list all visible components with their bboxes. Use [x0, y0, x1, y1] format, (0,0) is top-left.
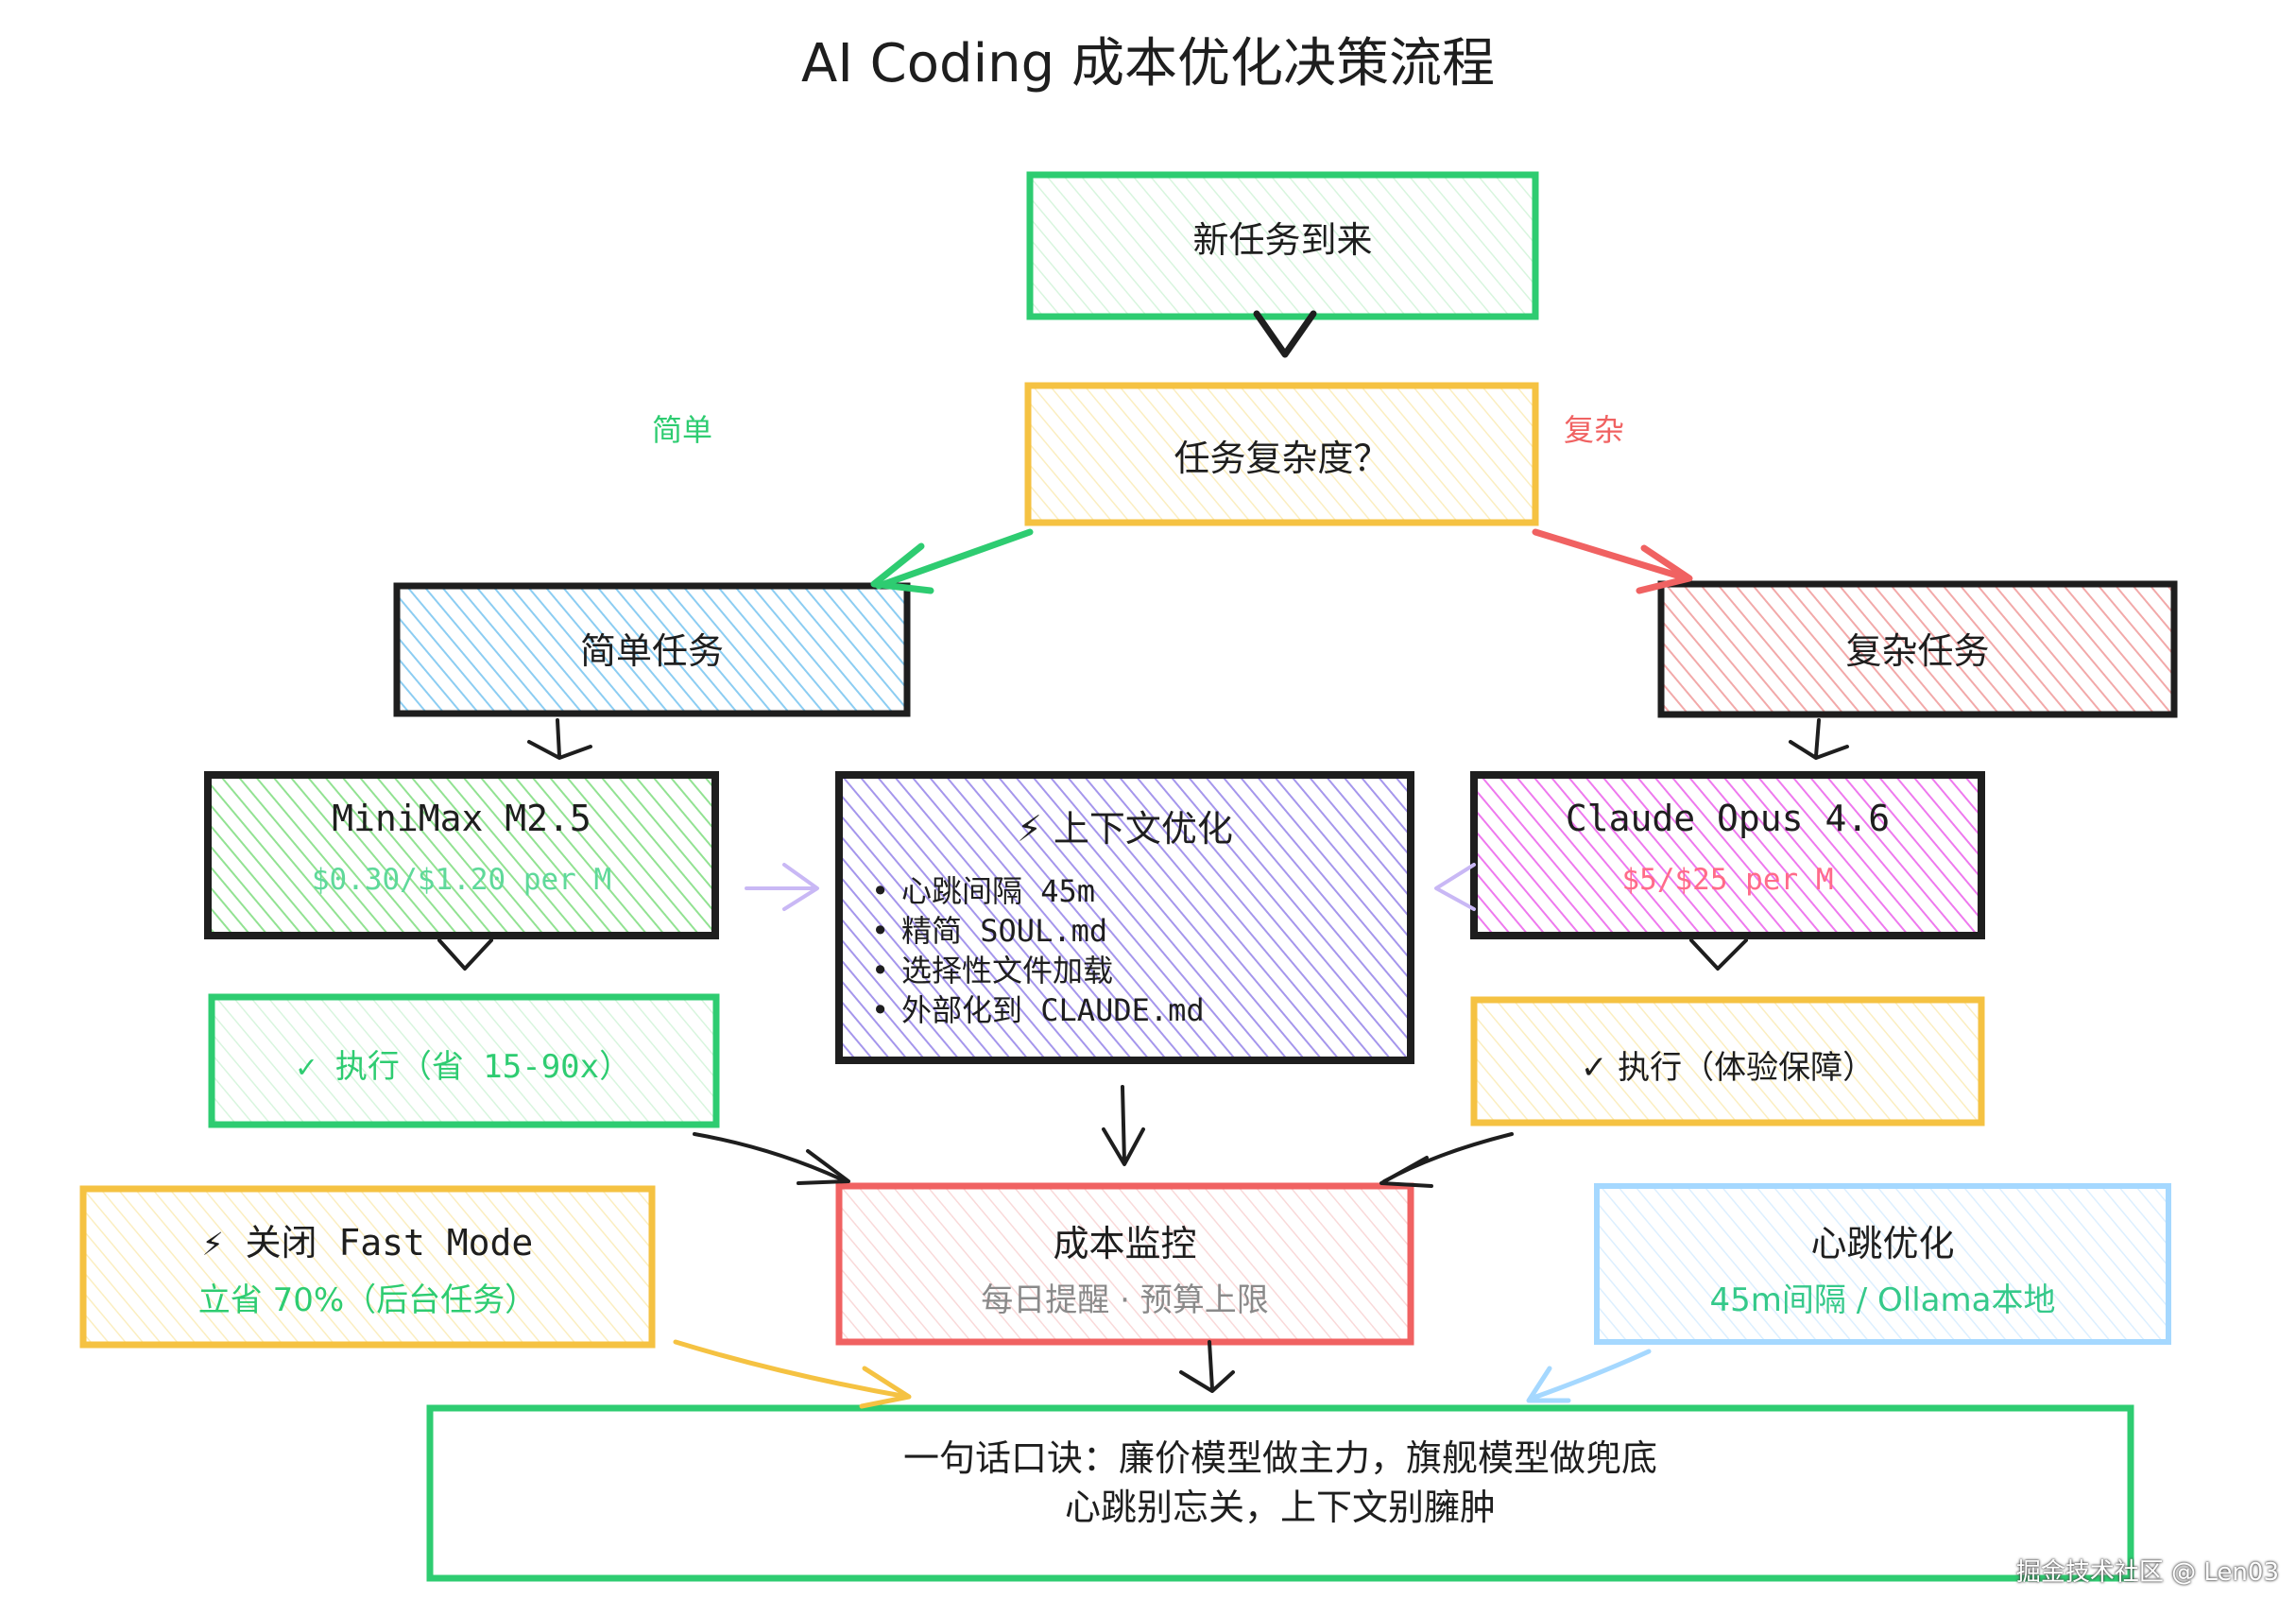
arrow-exec-cheap-to-monitor	[693, 1132, 848, 1183]
node-complexity-label: 任务复杂度？	[1174, 438, 1390, 479]
node-complex-task: 复杂任务	[1661, 584, 2174, 714]
monitor-sub: 每日提醒 · 预算上限	[981, 1281, 1269, 1319]
box-summary	[426, 1404, 2134, 1582]
arrow-monitor-to-summary	[1179, 1340, 1235, 1393]
node-minimax: MiniMax M2.5 $0.30/$1.20 per M	[208, 775, 715, 936]
box-exec-cheap	[208, 993, 720, 1128]
node-complexity: 任务复杂度？	[1028, 386, 1535, 523]
watermark: 掘金技术社区 @ Len03	[2015, 1558, 2279, 1587]
summary-line2: 心跳别忘关，上下文别臃肿	[1064, 1487, 1496, 1528]
node-context: ⚡ 上下文优化 心跳间隔 45m 精简 SOUL.md 选择性文件加载 外部化到…	[839, 775, 1411, 1060]
monitor-title: 成本监控	[1053, 1223, 1197, 1264]
exec-exp-label: ✓ 执行（体验保障）	[1580, 1049, 1876, 1087]
arrow-claude-to-context	[1434, 863, 1476, 911]
context-list: 心跳间隔 45m 精简 SOUL.md 选择性文件加载 外部化到 CLAUDE.…	[860, 871, 1205, 1030]
node-simple-task: 简单任务	[397, 586, 907, 714]
node-simple-task-label: 简单任务	[579, 630, 724, 672]
arrow-to-complex-head	[1636, 544, 1693, 594]
node-summary: 一句话口诀：廉价模型做主力，旗舰模型做兜底 心跳别忘关，上下文别臃肿	[430, 1408, 2131, 1578]
arrow-context-to-monitor	[1102, 1085, 1145, 1166]
node-exec-cheap: ✓ 执行（省 15-90x）	[212, 997, 716, 1125]
arrow-heartbeat-to-summary	[1528, 1349, 1652, 1401]
minimax-price: $0.30/$1.20 per M	[311, 863, 612, 897]
box-complex-task	[1657, 580, 2178, 718]
arrow-exec-cheap-to-monitor-head	[797, 1149, 850, 1185]
arrow-to-complex	[1532, 528, 1690, 582]
box-claude	[1470, 771, 1985, 939]
claude-price: $5/$25 per M	[1621, 863, 1834, 897]
arrow-exec-exp-to-monitor-head	[1379, 1156, 1433, 1188]
context-item: 心跳间隔 45m	[871, 871, 1205, 911]
context-item: 外部化到 CLAUDE.md	[871, 990, 1205, 1030]
arrow-exec-exp-to-monitor	[1382, 1132, 1514, 1183]
node-fast-mode: ⚡ 关闭 Fast Mode 立省 70%（后台任务）	[83, 1189, 652, 1345]
context-item: 选择性文件加载	[871, 951, 1205, 990]
heartbeat-title: 心跳优化	[1810, 1223, 1955, 1264]
arrow-minimax-to-exec	[437, 938, 493, 971]
arrow-new-to-complexity	[1253, 310, 1317, 358]
box-exec-exp	[1470, 996, 1985, 1126]
arrow-complex-to-claude	[1789, 718, 1849, 760]
claude-name: Claude Opus 4.6	[1565, 798, 1891, 839]
fast-mode-sub: 立省 70%（后台任务）	[197, 1281, 538, 1319]
box-new-task	[1026, 171, 1539, 320]
arrow-minimax-to-context	[745, 863, 819, 911]
node-exec-exp: ✓ 执行（体验保障）	[1474, 1000, 1981, 1123]
box-complexity	[1024, 382, 1539, 526]
context-title: ⚡ 上下文优化	[1017, 808, 1233, 850]
arrow-to-simple-head	[870, 542, 934, 594]
box-fast-mode	[79, 1185, 656, 1349]
node-claude: Claude Opus 4.6 $5/$25 per M	[1474, 775, 1981, 936]
node-new-task-label: 新任务到来	[1192, 219, 1373, 261]
node-new-task: 新任务到来	[1030, 175, 1535, 317]
box-minimax	[204, 771, 719, 939]
minimax-name: MiniMax M2.5	[332, 798, 591, 839]
arrow-to-simple	[875, 528, 1034, 590]
arrow-fast-to-summary	[673, 1339, 910, 1400]
node-complex-task-label: 复杂任务	[1845, 630, 1990, 672]
page-title: AI Coding 成本优化决策流程	[801, 33, 1495, 95]
arrow-simple-to-minimax	[527, 718, 592, 760]
box-simple-task	[393, 582, 911, 717]
arrow-heartbeat-to-summary-head	[1526, 1366, 1571, 1403]
fast-mode-title: ⚡ 关闭 Fast Mode	[201, 1222, 534, 1264]
exec-cheap-label: ✓ 执行（省 15-90x）	[296, 1048, 632, 1086]
heartbeat-sub: 45m间隔 / Ollama本地	[1709, 1281, 2056, 1319]
arrow-fast-to-summary-head	[859, 1366, 912, 1409]
box-monitor	[835, 1182, 1414, 1346]
summary-line1: 一句话口诀：廉价模型做主力，旗舰模型做兜底	[902, 1437, 1657, 1479]
branch-label-complex: 复杂	[1564, 412, 1625, 448]
branch-label-simple: 简单	[652, 412, 713, 448]
node-heartbeat: 心跳优化 45m间隔 / Ollama本地	[1597, 1186, 2168, 1342]
arrow-claude-to-exec	[1689, 938, 1748, 971]
node-monitor: 成本监控 每日提醒 · 预算上限	[839, 1186, 1411, 1342]
box-heartbeat	[1594, 1183, 2171, 1345]
context-item: 精简 SOUL.md	[871, 911, 1205, 951]
